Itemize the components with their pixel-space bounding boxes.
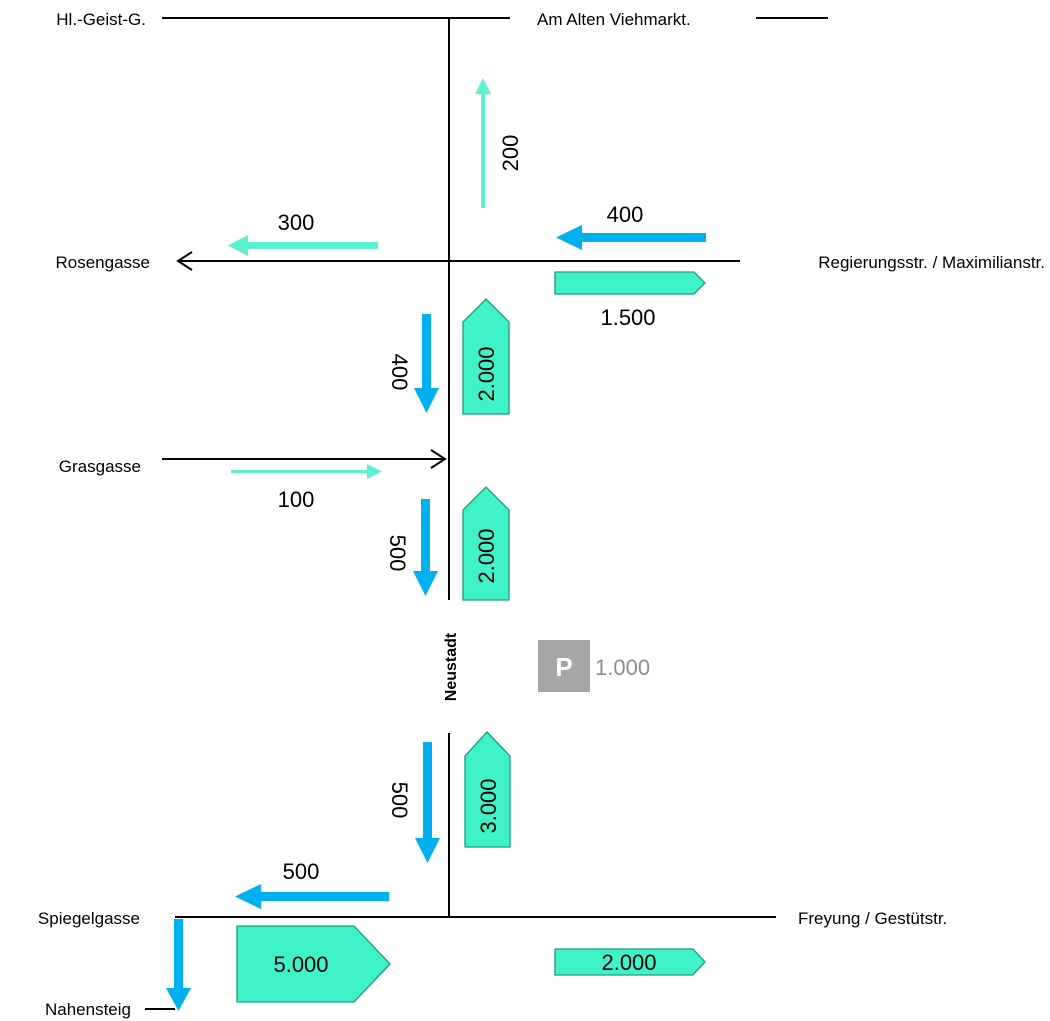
flow-south-400-arrowhead-icon xyxy=(414,388,439,413)
flow-west-500-arrowhead-icon xyxy=(235,884,261,909)
flow-west-500-label: 500 xyxy=(283,859,320,884)
street-label-am-alten-viehmarkt: Am Alten Viehmarkt. xyxy=(537,10,691,29)
street-label-hl-geist: Hl.-Geist-G. xyxy=(56,10,146,29)
street-label-neustadt: Neustadt xyxy=(443,632,460,701)
street-label-freyung: Freyung / Gestütstr. xyxy=(798,909,947,928)
flow-east-100-label: 100 xyxy=(278,487,315,512)
flow-east-100-shaft xyxy=(231,470,369,473)
rosengasse-arrowhead-icon xyxy=(176,251,193,271)
flow-nahensteig-arrowhead-icon xyxy=(166,988,191,1011)
flow-north-200-shaft xyxy=(481,94,485,208)
flow-east-5000-label: 5.000 xyxy=(273,952,328,977)
flow-east-2000-box-arrow xyxy=(554,948,706,976)
street-label-nahensteig: Nahensteig xyxy=(45,1000,131,1019)
flow-west-300-arrowhead-icon xyxy=(228,235,248,256)
flow-north-3000-label: 3.000 xyxy=(476,778,501,833)
street-label-spiegelgasse: Spiegelgasse xyxy=(38,909,140,928)
street-label-regierungsstr: Regierungsstr. / Maximilianstr. xyxy=(818,253,1045,272)
flow-north-3000-box-arrow xyxy=(464,731,511,848)
flow-west-400-arrowhead-icon xyxy=(556,225,582,250)
street-label-grasgasse: Grasgasse xyxy=(59,457,141,476)
flow-north-2000-b-box-arrow xyxy=(462,486,510,601)
flow-north-200-arrowhead-icon xyxy=(475,78,491,94)
flow-south-500-b-shaft xyxy=(423,742,432,840)
grasgasse-arrowhead-icon xyxy=(430,449,447,469)
flow-south-400-shaft xyxy=(422,314,431,390)
flow-east-1500-box-arrow xyxy=(554,271,706,295)
flow-west-400-label: 400 xyxy=(607,202,644,227)
parking-capacity-label: 1.000 xyxy=(595,655,650,680)
flow-south-500-a-arrowhead-icon xyxy=(413,571,438,596)
flow-south-400-label: 400 xyxy=(387,354,412,391)
flow-east-100-arrowhead-icon xyxy=(367,464,382,479)
flow-west-300-label: 300 xyxy=(278,210,315,235)
flow-west-400-shaft xyxy=(582,233,706,242)
flow-south-500-a-label: 500 xyxy=(385,535,410,572)
flow-south-500-b-label: 500 xyxy=(387,782,412,819)
flow-north-2000-b-label: 2.000 xyxy=(474,528,499,583)
flow-north-200-label: 200 xyxy=(498,135,523,172)
flow-south-500-b-arrowhead-icon xyxy=(415,838,440,863)
parking-letter: P xyxy=(555,652,572,682)
flow-north-2000-a-box-arrow xyxy=(462,298,510,415)
flow-south-500-a-shaft xyxy=(421,499,430,573)
flow-nahensteig-shaft xyxy=(174,919,183,989)
flow-east-2000-label: 2.000 xyxy=(601,950,656,975)
flow-east-5000-box-arrow xyxy=(236,925,391,1003)
flow-west-300-shaft xyxy=(248,242,378,249)
street-label-rosengasse: Rosengasse xyxy=(55,253,150,272)
flow-east-1500-label: 1.500 xyxy=(600,305,655,330)
flow-west-500-shaft xyxy=(261,892,389,901)
parking-sign-icon xyxy=(538,640,590,692)
flow-north-2000-a-label: 2.000 xyxy=(474,346,499,401)
